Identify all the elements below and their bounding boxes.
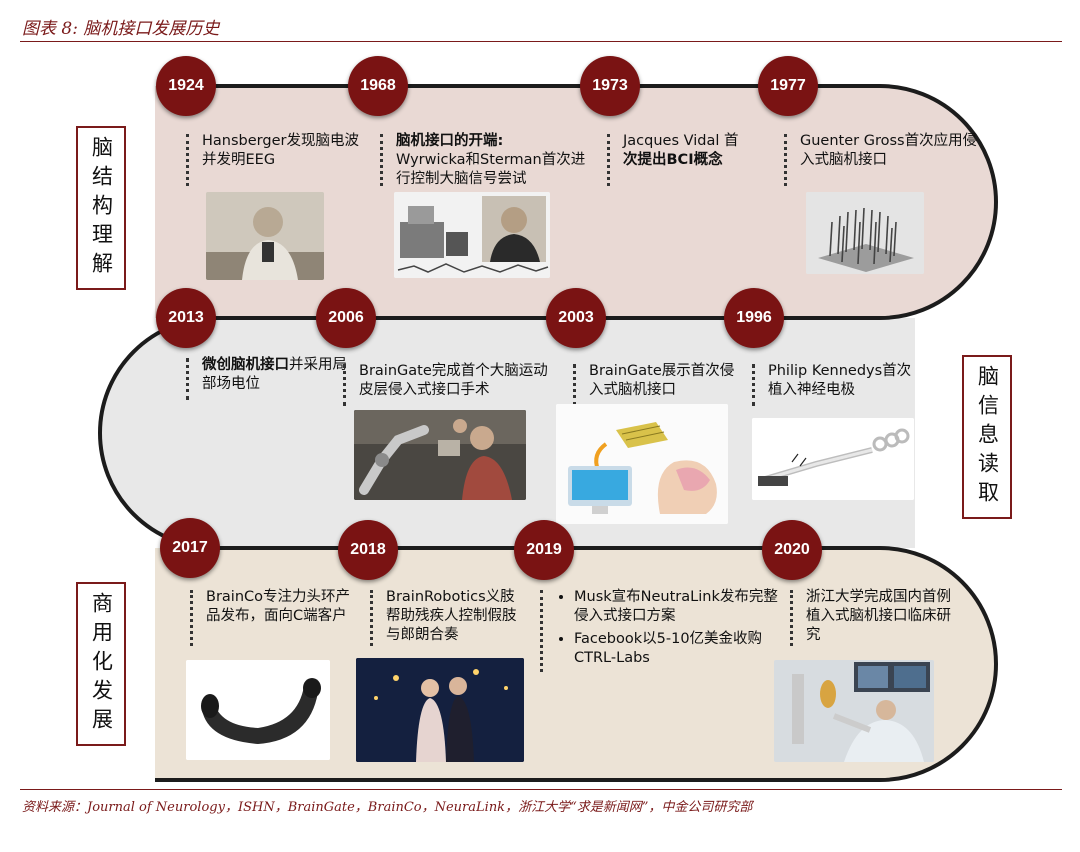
year-badge: 1968 (348, 56, 408, 116)
stage-illustration (356, 658, 524, 762)
braingate-illustration (556, 404, 728, 524)
section-label-middle-text: 脑信息读取 (975, 364, 1000, 510)
event-text-bold: 次提出BCI概念 (623, 152, 723, 168)
section-label-top: 脑结构理解 (76, 126, 126, 290)
year-badge: 2013 (156, 288, 216, 348)
year-badge: 1977 (758, 56, 818, 116)
photo-2006-robot-arm (354, 410, 526, 500)
event-2013: 微创脑机接口并采用局部场电位 (186, 356, 352, 400)
bullet-item: Musk宣布NeutraLink发布完整侵入式接口方案 (574, 588, 780, 626)
event-text: BrainGate展示首次侵入式脑机接口 (589, 363, 735, 398)
event-2003: BrainGate展示首次侵入式脑机接口 (573, 362, 739, 406)
diagram-2003-braingate (556, 404, 728, 524)
year-badge: 2020 (762, 520, 822, 580)
track-line (98, 84, 998, 782)
title-divider (20, 41, 1062, 42)
clinical-illustration (774, 660, 934, 762)
event-1924: Hansberger发现脑电波并发明EEG (186, 132, 372, 186)
year-badge: 2018 (338, 520, 398, 580)
year-badge: 1924 (156, 56, 216, 116)
event-1968: 脑机接口的开端: Wyrwicka和Sterman首次进行控制大脑信号尝试 (380, 132, 596, 187)
photo-2017-headband (186, 660, 330, 760)
event-text: Jacques Vidal 首 (623, 133, 739, 149)
event-2006: BrainGate完成首个大脑运动皮层侵入式接口手术 (343, 362, 559, 406)
event-text: Hansberger发现脑电波并发明EEG (202, 133, 359, 168)
section-label-middle: 脑信息读取 (962, 355, 1012, 519)
section-label-bottom: 商用化发展 (76, 582, 126, 746)
headband-illustration (186, 660, 330, 760)
event-2020: 浙江大学完成国内首例植入式脑机接口临床研究 (790, 588, 956, 646)
year-badge: 1996 (724, 288, 784, 348)
event-text: 并采用局部场电位 (202, 357, 347, 392)
robot-arm-illustration (354, 410, 526, 500)
photo-1996-neural-electrode (752, 418, 914, 500)
array-illustration (806, 192, 924, 274)
event-text: Guenter Gross首次应用侵入式脑机接口 (800, 133, 978, 168)
event-text: 浙江大学完成国内首例植入式脑机接口临床研究 (806, 589, 951, 643)
electrode-illustration (752, 418, 914, 500)
event-text: Philip Kennedys首次植入神经电极 (768, 363, 912, 398)
section-label-top-text: 脑结构理解 (89, 135, 114, 281)
event-2017: BrainCo专注力头环产品发布，面向C端客户 (190, 588, 356, 646)
portrait-illustration (206, 192, 324, 280)
year-badge: 2017 (160, 518, 220, 578)
photo-1924-portrait (206, 192, 324, 280)
event-text: BrainCo专注力头环产品发布，面向C端客户 (206, 589, 351, 624)
event-2018: BrainRobotics义肢帮助残疾人控制假肢与郎朗合奏 (370, 588, 526, 646)
event-1973: Jacques Vidal 首 次提出BCI概念 (607, 132, 753, 186)
photo-1968-lab (394, 192, 550, 278)
year-badge: 2019 (514, 520, 574, 580)
lab-illustration (394, 192, 550, 278)
figure-title: 图表 8: 脑机接口发展历史 (22, 19, 220, 39)
photo-2020-clinical (774, 660, 934, 762)
source-divider (20, 789, 1062, 790)
event-1977: Guenter Gross首次应用侵入式脑机接口 (784, 132, 980, 186)
event-text: BrainGate完成首个大脑运动皮层侵入式接口手术 (359, 363, 548, 398)
event-text-bold: 微创脑机接口 (202, 357, 289, 373)
event-text: Wyrwicka和Sterman首次进行控制大脑信号尝试 (396, 152, 586, 187)
event-2019: Musk宣布NeutraLink发布完整侵入式接口方案 Facebook以5-1… (540, 588, 780, 672)
source-note: 资料来源：Journal of Neurology，ISHN，BrainGate… (22, 800, 753, 815)
section-label-bottom-text: 商用化发展 (89, 591, 114, 737)
year-badge: 1973 (580, 56, 640, 116)
event-text: BrainRobotics义肢帮助残疾人控制假肢与郎朗合奏 (386, 589, 517, 643)
event-text-bold: 脑机接口的开端: (396, 133, 504, 149)
event-bullets: Musk宣布NeutraLink发布完整侵入式接口方案 Facebook以5-1… (556, 588, 780, 668)
year-badge: 2006 (316, 288, 376, 348)
photo-2018-pianist (356, 658, 524, 762)
photo-1977-electrode-array (806, 192, 924, 274)
bullet-item: Facebook以5-10亿美金收购CTRL-Labs (574, 630, 780, 668)
year-badge: 2003 (546, 288, 606, 348)
event-1996: Philip Kennedys首次植入神经电极 (752, 362, 918, 406)
